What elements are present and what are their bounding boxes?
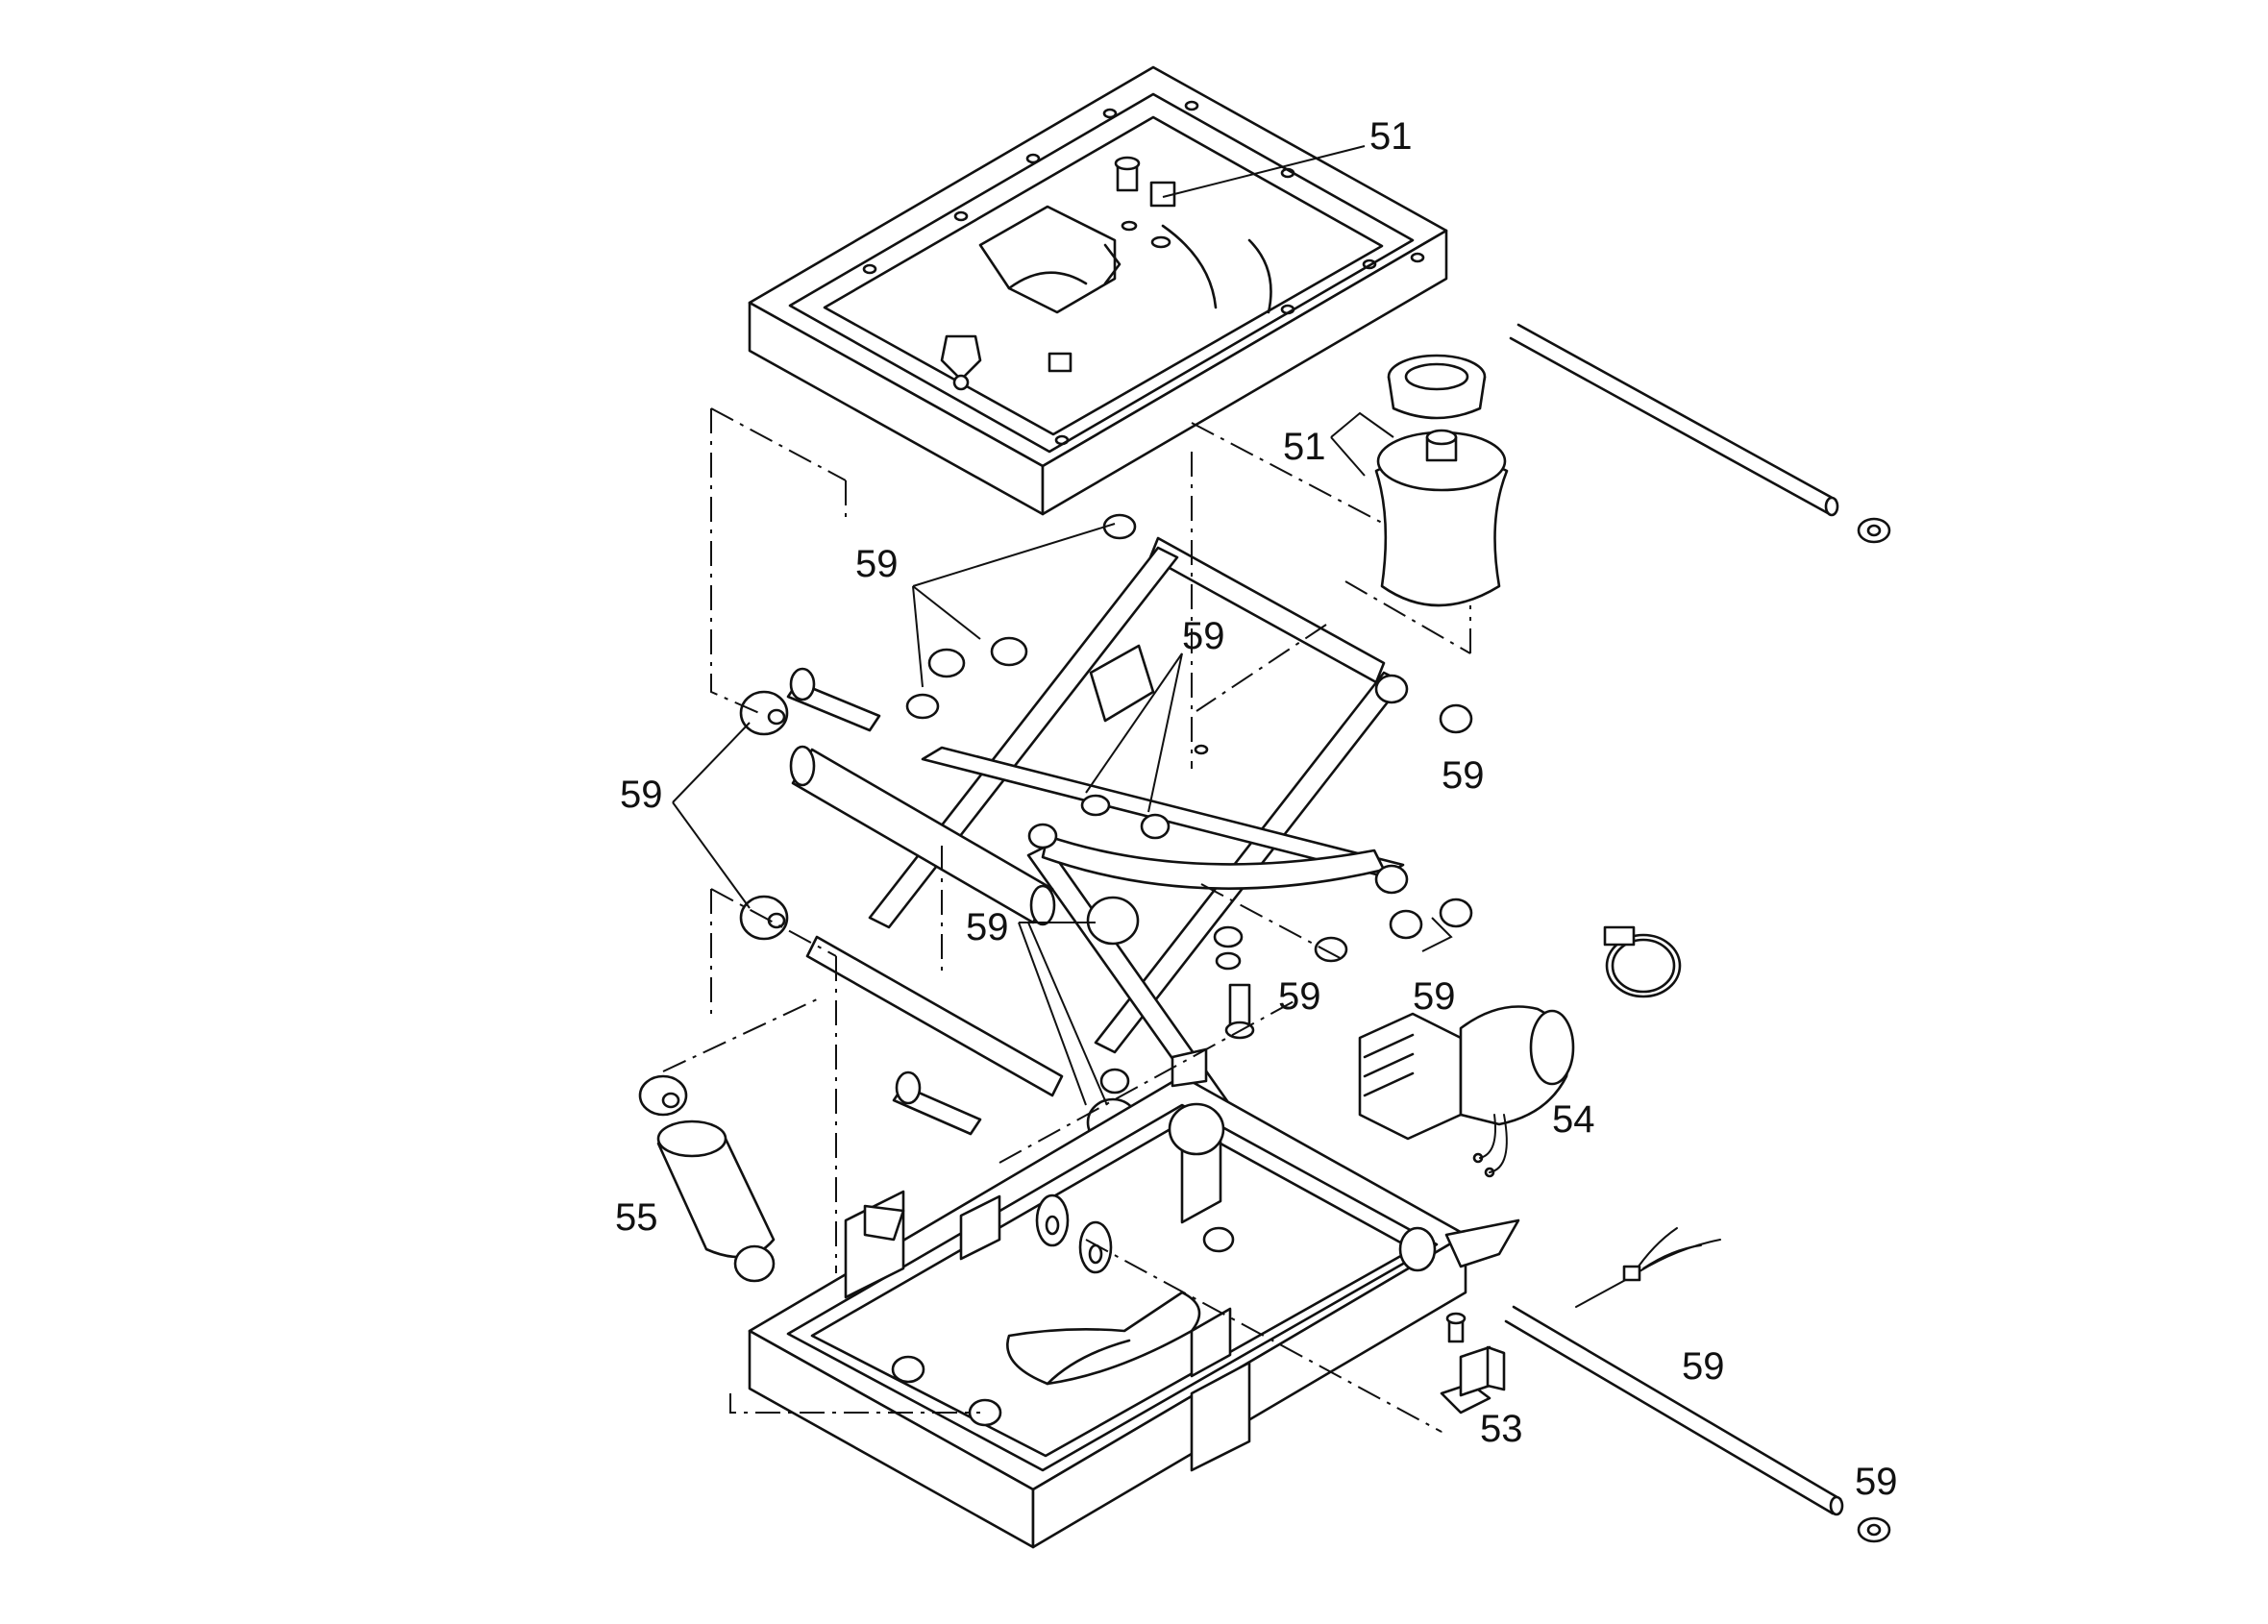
callout-51-top: 51: [1369, 115, 1413, 158]
sensor-bracket: [1440, 1312, 1506, 1415]
scissor-linkage: [789, 536, 1405, 1115]
callout-59-lower-shaft: 59: [1682, 1345, 1725, 1388]
callout-59-upper-left: 59: [855, 543, 899, 585]
frame-holes: [862, 100, 1425, 446]
callout-59-right-lower: 59: [1413, 975, 1456, 1018]
callout-59-center: 59: [1182, 615, 1225, 657]
callout-59-middle: 59: [966, 906, 1009, 948]
callout-54-compressor: 54: [1552, 1098, 1595, 1141]
hose-clamp: [1603, 925, 1682, 998]
top-seat-frame: [748, 65, 1448, 516]
shock-absorber: [638, 1074, 776, 1283]
callout-51-bellows: 51: [1283, 426, 1326, 468]
callout-labels: 51 51 59 59 59 59 59 59 59 54 55 53 59 5…: [615, 115, 1898, 1503]
callout-59-right-upper: 59: [1442, 754, 1485, 797]
lower-shaft: [1504, 1227, 1891, 1543]
callout-59-washer: 59: [1855, 1461, 1898, 1503]
bottom-base-frame: [748, 1047, 1520, 1549]
compressor: [1358, 1005, 1575, 1178]
air-spring-bellows: [1374, 354, 1509, 607]
callout-53-bracket: 53: [1480, 1408, 1523, 1450]
assembly-guides: [662, 407, 1471, 1433]
callout-55-damper: 55: [615, 1196, 658, 1239]
callout-59-nut: 59: [1278, 975, 1321, 1018]
leader-lines: [672, 145, 1453, 1106]
bolts: [786, 667, 1255, 1136]
upper-shaft: [1509, 323, 1891, 544]
callout-59-left: 59: [620, 774, 663, 816]
